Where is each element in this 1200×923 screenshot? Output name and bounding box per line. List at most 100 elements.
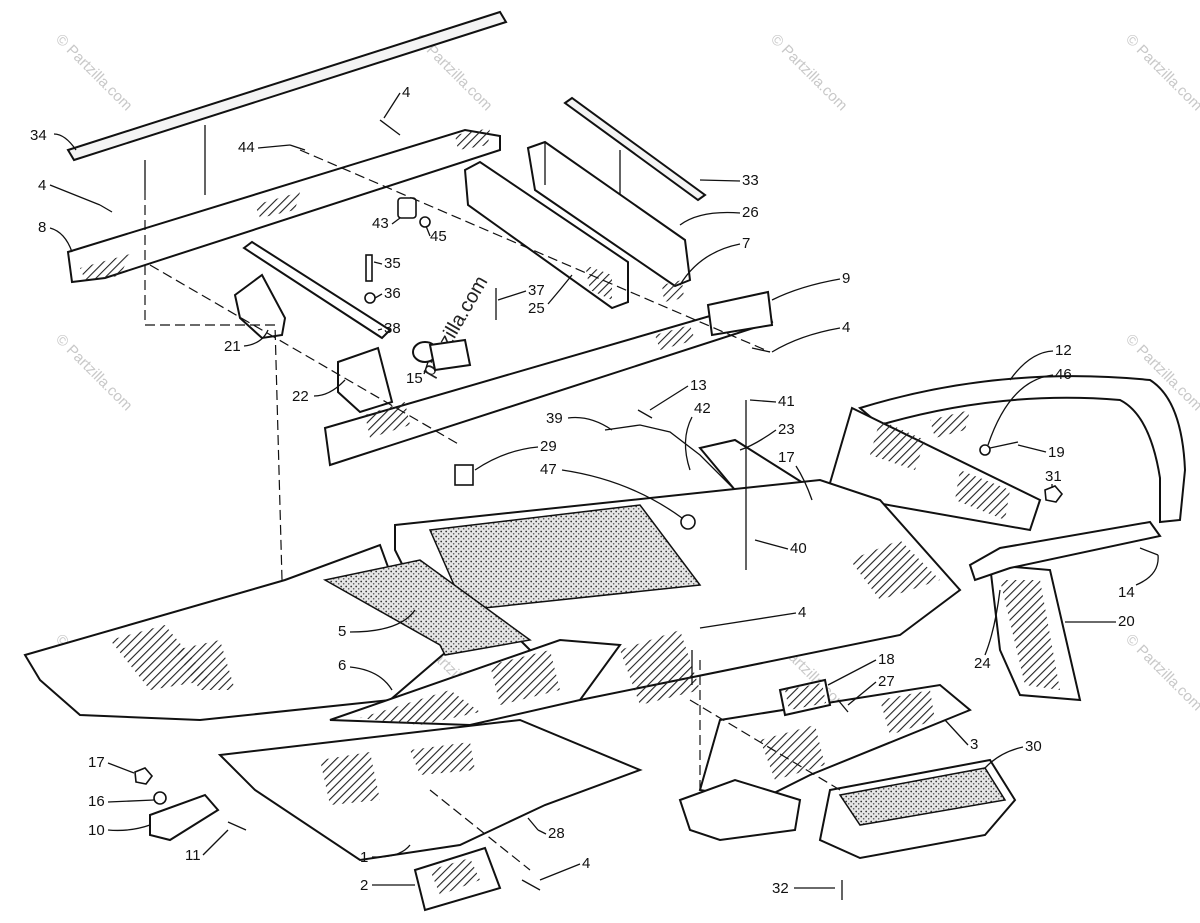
callout-label: 18 <box>878 651 895 668</box>
callout-label: 34 <box>30 127 47 144</box>
callout-label: 43 <box>372 215 389 232</box>
callout-label: 2 <box>360 877 368 894</box>
callout-15: 15 <box>406 361 429 387</box>
part-7-tab <box>662 280 684 302</box>
callout-34: 34 <box>30 127 77 151</box>
callout-label: 11 <box>185 847 201 864</box>
callout-4: 4 <box>771 319 850 353</box>
parts-illustration <box>23 10 1187 912</box>
callout-20: 20 <box>1065 613 1135 630</box>
callout-40: 40 <box>754 539 807 557</box>
watermark-text: © Partzilla.com <box>767 31 850 114</box>
callout-24: 24 <box>974 589 1001 672</box>
callout-label: 20 <box>1118 613 1135 630</box>
callout-47: 47 <box>540 461 683 519</box>
callout-label: 3 <box>970 736 978 753</box>
part-14-bar <box>968 520 1162 582</box>
callout-label: 6 <box>338 657 346 674</box>
callout-36: 36 <box>374 285 401 302</box>
callout-13: 13 <box>649 377 707 411</box>
callout-label: 41 <box>778 393 795 410</box>
callout-14: 14 <box>1118 554 1159 601</box>
callout-label: 29 <box>540 438 557 455</box>
callout-label: 36 <box>384 285 401 302</box>
callout-29: 29 <box>474 438 557 471</box>
callout-41: 41 <box>749 393 795 410</box>
callout-label: 39 <box>546 410 563 427</box>
callout-2: 2 <box>360 877 415 894</box>
callout-label: 25 <box>528 300 545 317</box>
callout-39: 39 <box>546 410 613 431</box>
callout-label: 31 <box>1045 468 1062 485</box>
part-8-rail <box>66 128 501 284</box>
floor-panel-left <box>23 543 532 722</box>
callout-label: 19 <box>1048 444 1065 461</box>
callout-label: 27 <box>878 673 895 690</box>
callout-22: 22 <box>292 379 346 405</box>
callout-6: 6 <box>338 657 393 691</box>
part-15-clip <box>412 338 472 372</box>
centerline <box>144 190 283 581</box>
callout-label: 1 <box>360 849 368 866</box>
callout-label: 4 <box>402 84 410 101</box>
callout-37: 37 <box>497 282 545 301</box>
callout-35: 35 <box>373 255 401 272</box>
part-29-label <box>454 464 474 486</box>
callout-1: 1 <box>360 844 411 866</box>
callout-9: 9 <box>771 270 850 301</box>
callout-5: 5 <box>338 609 416 640</box>
callout-28: 28 <box>537 825 565 842</box>
part-19-screw <box>989 441 1019 449</box>
callout-label: 8 <box>38 219 46 236</box>
callout-21: 21 <box>224 329 269 355</box>
callout-4: 4 <box>699 604 806 629</box>
part-13-rivet <box>637 409 653 419</box>
callout-label: 7 <box>742 235 750 252</box>
part-6-decal <box>329 638 622 727</box>
part-27-screw <box>837 699 849 713</box>
callout-27: 27 <box>847 673 895 706</box>
callout-12: 12 <box>1009 342 1072 381</box>
callout-31: 31 <box>1045 468 1062 488</box>
callout-label: 38 <box>384 320 401 337</box>
watermark-text: © Partzilla.com <box>1122 631 1200 714</box>
part-4-rivet <box>99 204 113 213</box>
callout-17: 17 <box>778 449 813 501</box>
callout-label: 26 <box>742 204 759 221</box>
callout-10: 10 <box>88 822 151 839</box>
callout-label: 13 <box>690 377 707 394</box>
part-22-bracket <box>337 346 394 414</box>
callout-label: 30 <box>1025 738 1042 755</box>
callout-44: 44 <box>238 139 291 156</box>
part-43-45-hardware <box>397 197 431 228</box>
callout-4: 4 <box>539 855 590 881</box>
part-9-rail <box>323 290 774 467</box>
callout-45: 45 <box>425 225 447 245</box>
callout-8: 8 <box>38 219 73 253</box>
callout-11: 11 <box>185 829 229 864</box>
callout-32: 32 <box>772 880 835 897</box>
part-34-strip <box>66 10 508 162</box>
callout-label: 4 <box>582 855 590 872</box>
callout-label: 15 <box>406 370 423 387</box>
callout-4: 4 <box>38 177 101 206</box>
part-47-grommet <box>680 514 696 530</box>
callout-label: 9 <box>842 270 850 287</box>
step-bracket <box>678 778 802 842</box>
part-26-channel <box>526 140 692 288</box>
callout-label: 22 <box>292 388 309 405</box>
part-33-strip <box>563 96 707 202</box>
callout-label: 14 <box>1118 584 1135 601</box>
part-20-flap <box>988 563 1082 702</box>
callout-label: 33 <box>742 172 759 189</box>
centerline <box>429 789 531 871</box>
callout-16: 16 <box>88 793 155 810</box>
callout-label: 10 <box>88 822 105 839</box>
part-4-rivet <box>521 879 541 891</box>
callout-label: 12 <box>1055 342 1072 359</box>
callout-label: 17 <box>778 449 795 466</box>
part-16-washer <box>153 791 167 805</box>
part-2-plate <box>413 846 502 912</box>
callout-25: 25 <box>528 274 573 317</box>
part-30-step <box>818 758 1017 860</box>
